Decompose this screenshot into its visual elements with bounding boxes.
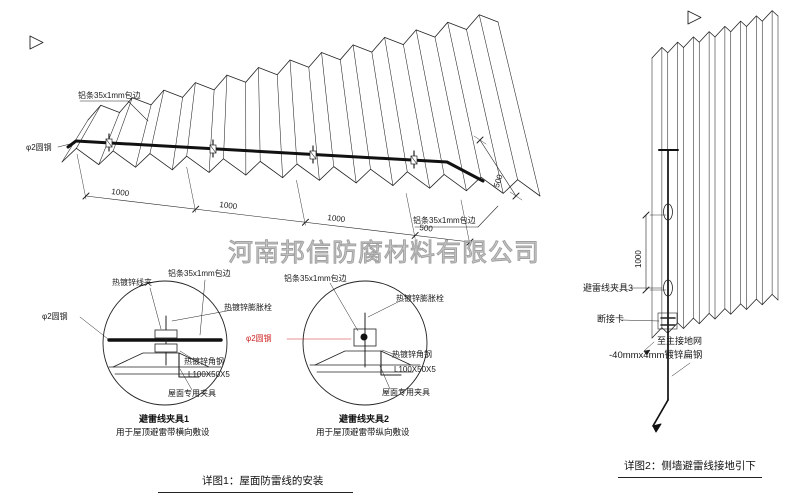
d2-angle-steel-label: 热镀锌角钢 — [392, 350, 432, 359]
d1-angle-steel-label: 热镀锌角钢 — [184, 357, 224, 366]
d1-angle-spec-label: L100X50X5 — [188, 370, 230, 379]
caption-detail1: 详图1：屋面防雷线的安装 — [158, 473, 354, 493]
detail-circle-1 — [79, 279, 233, 406]
roof-alu-strip-label-bottom: 铝条35x1mm包边 — [413, 216, 476, 225]
roof-alu-strip-label-top: 铝条35x1mm包边 — [78, 91, 141, 100]
d2-round-steel-label: φ2圆钢 — [246, 334, 272, 343]
roof-round-steel-label: φ2圆钢 — [26, 143, 52, 152]
roof-dim-500: 500 — [418, 223, 434, 234]
roof-isometric-drawing — [57, 14, 541, 246]
d1-alu-strip-label: 铝条35x1mm包边 — [168, 269, 231, 278]
d1-subtitle: 用于屋顶避雷带横向敷设 — [116, 427, 210, 437]
d2-roof-fixture-label: 屋面专用夹具 — [382, 388, 430, 397]
d1-expansion-bolt-label: 热镀锌膨胀栓 — [224, 303, 272, 312]
d1-roof-fixture-label: 屋面专用夹具 — [168, 389, 216, 398]
d2-subtitle: 用于屋顶避雷带纵向敷设 — [316, 427, 410, 437]
wall-disconnect-label: 断接卡 — [597, 314, 625, 324]
wall-clamp3-label: 避雷线夹具3 — [583, 283, 634, 293]
d1-wire-clip-label: 热镀锌线夹 — [112, 278, 152, 287]
wall-dim-1000: 1000 — [634, 250, 643, 268]
d2-expansion-bolt-label: 热镀锌膨胀栓 — [396, 294, 444, 303]
d1-round-steel-label: φ2圆钢 — [42, 312, 68, 321]
wall-flat-steel-label: -40mmx4mm镀锌扁钢 — [609, 350, 703, 361]
d2-title: 避雷线夹具2 — [339, 414, 390, 424]
d1-title: 避雷线夹具1 — [139, 414, 190, 424]
wall-to-ground-label: 至主接地网 — [657, 336, 703, 346]
section-marker-icons — [29, 10, 702, 50]
d2-angle-spec-label: L100X50X5 — [394, 365, 436, 374]
detail-circle-2 — [286, 280, 428, 406]
caption-detail2: 详图2：侧墙避雷线接地引下 — [618, 458, 762, 478]
company-watermark: 河南邦信防腐材料有限公司 — [228, 239, 541, 268]
wall-elevation-drawing — [621, 10, 779, 433]
d2-alu-strip-label: 铝条35x1mm包边 — [284, 274, 347, 283]
